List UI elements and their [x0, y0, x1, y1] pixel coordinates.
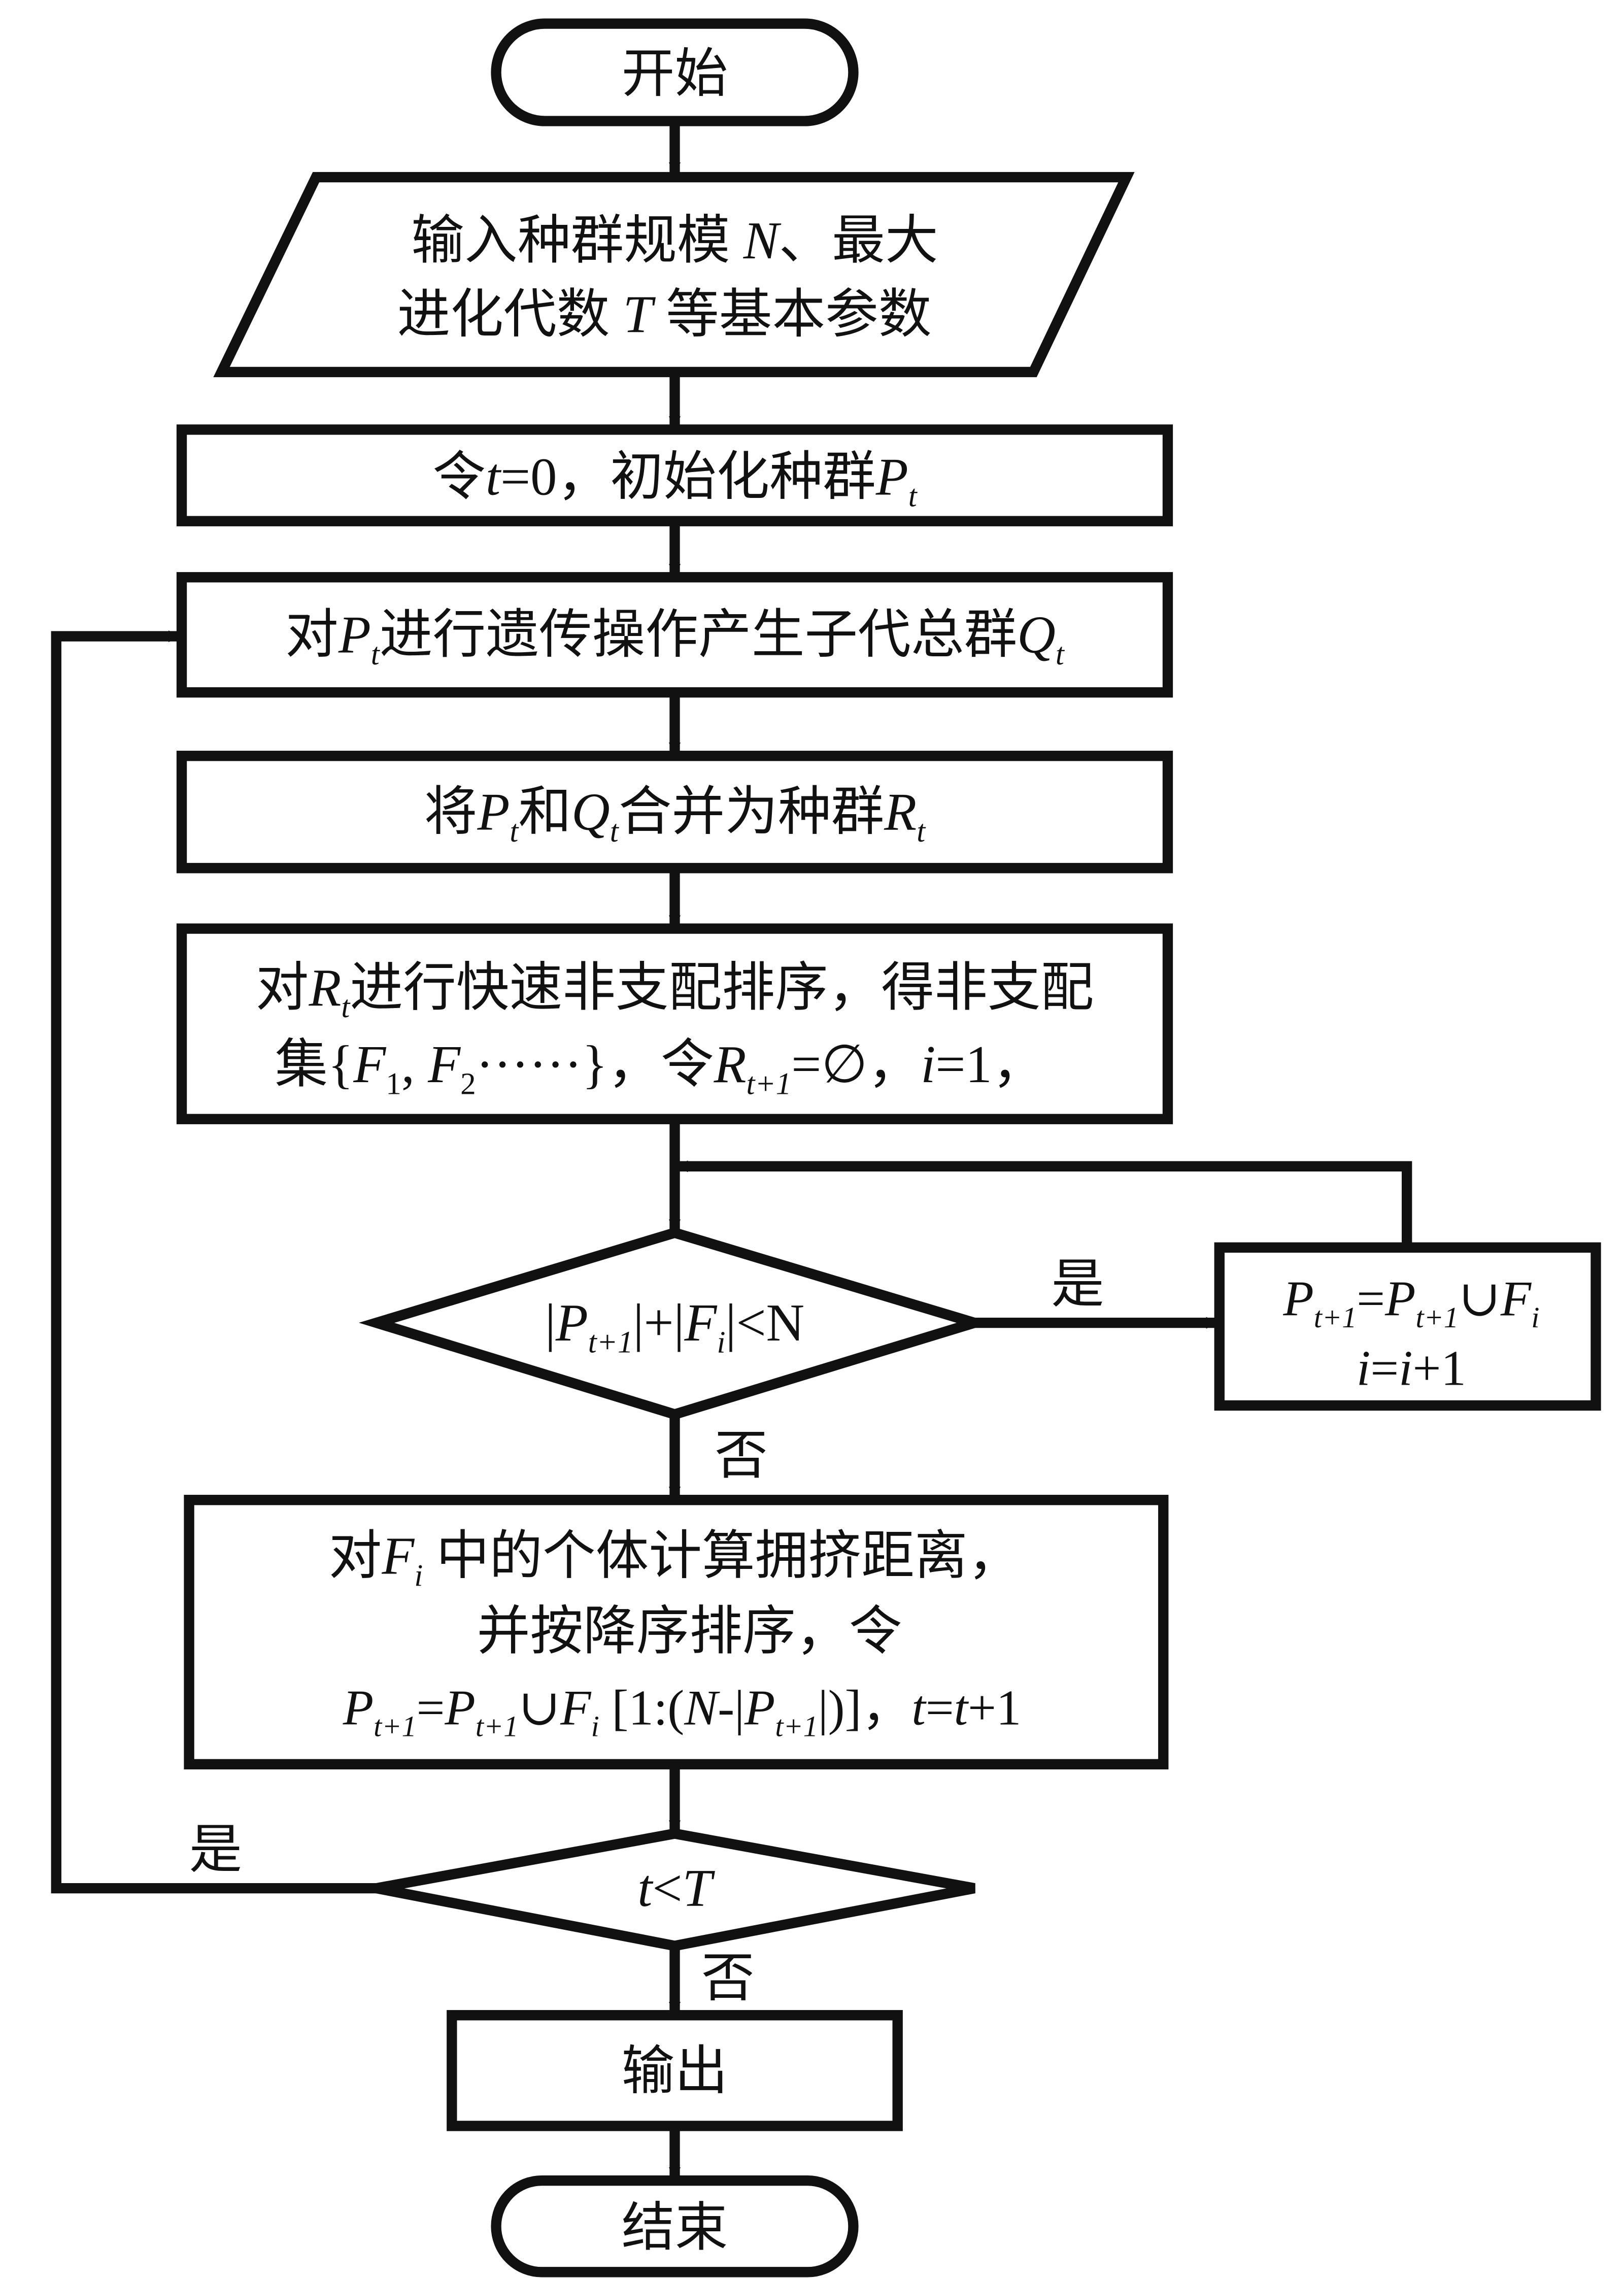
update-line-1: Pt+1=Pt+1∪Fi: [1282, 1271, 1539, 1334]
start-label: 开始: [622, 44, 728, 103]
connectors: [51, 122, 1412, 2180]
decision-size-check: |Pt+1|+|Fi|<N 是 否: [359, 1227, 1104, 1485]
input-node: 输入种群规模 N、最大 进化代数 T 等基本参数: [213, 172, 1135, 378]
decision-generation-check-yes-label: 是: [189, 1820, 243, 1879]
update-line-2: i=i+1: [1357, 1341, 1466, 1396]
decision-generation-check-no-label: 否: [701, 1949, 755, 2007]
decision-size-check-yes-label: 是: [1051, 1255, 1104, 1314]
decision-size-check-label: |Pt+1|+|Fi|<N: [545, 1293, 804, 1359]
start-node: 开始: [491, 18, 859, 126]
decision-generation-check: t<T 是 否: [189, 1820, 975, 2007]
edge-update-loopback: [676, 1160, 1412, 1245]
merge-label: 将Pt和Qt合并为种群Rt: [424, 783, 927, 849]
edge-cond2-yes-loop: [51, 630, 377, 1894]
init-label: 令t=0，初始化种群Pt: [432, 447, 918, 513]
merge-node: 将Pt和Qt合并为种群Rt: [176, 751, 1173, 874]
crowd-line-3: Pt+1=Pt+1∪Fi [1:(N-|Pt+1|)]，t=t+1: [343, 1680, 1022, 1743]
sort-line-1: 对Rt进行快速非支配排序，得非支配: [256, 958, 1094, 1024]
decision-size-check-no-label: 否: [715, 1426, 768, 1485]
genetic-label: 对Pt进行遗传操作产生子代总群Qt: [285, 606, 1065, 672]
decision-generation-check-label: t<T: [637, 1859, 715, 1918]
init-node: 令t=0，初始化种群Pt: [176, 424, 1173, 526]
sort-line-2: 集{F1, F2······}，令Rt+1=∅，i=1，: [275, 1035, 1045, 1101]
end-node: 结束: [491, 2175, 859, 2277]
sort-node: 对Rt进行快速非支配排序，得非支配 集{F1, F2······}，令Rt+1=…: [176, 923, 1173, 1124]
genetic-node: 对Pt进行遗传操作产生子代总群Qt: [176, 572, 1173, 698]
end-label: 结束: [622, 2198, 728, 2257]
crowd-node: 对Fi 中的个体计算拥挤距离， 并按降序排序，令 Pt+1=Pt+1∪Fi [1…: [184, 1494, 1169, 1769]
update-node: Pt+1=Pt+1∪Fi i=i+1: [1214, 1242, 1601, 1411]
input-line-1: 输入种群规模 N、最大: [411, 211, 938, 270]
input-line-2: 进化代数 T 等基本参数: [397, 285, 932, 344]
output-node: 输出: [447, 2010, 903, 2131]
crowd-line-1: 对Fi 中的个体计算拥挤距离，: [329, 1527, 1021, 1593]
output-label: 输出: [622, 2042, 728, 2101]
crowd-line-2: 并按降序排序，令: [477, 1602, 902, 1661]
